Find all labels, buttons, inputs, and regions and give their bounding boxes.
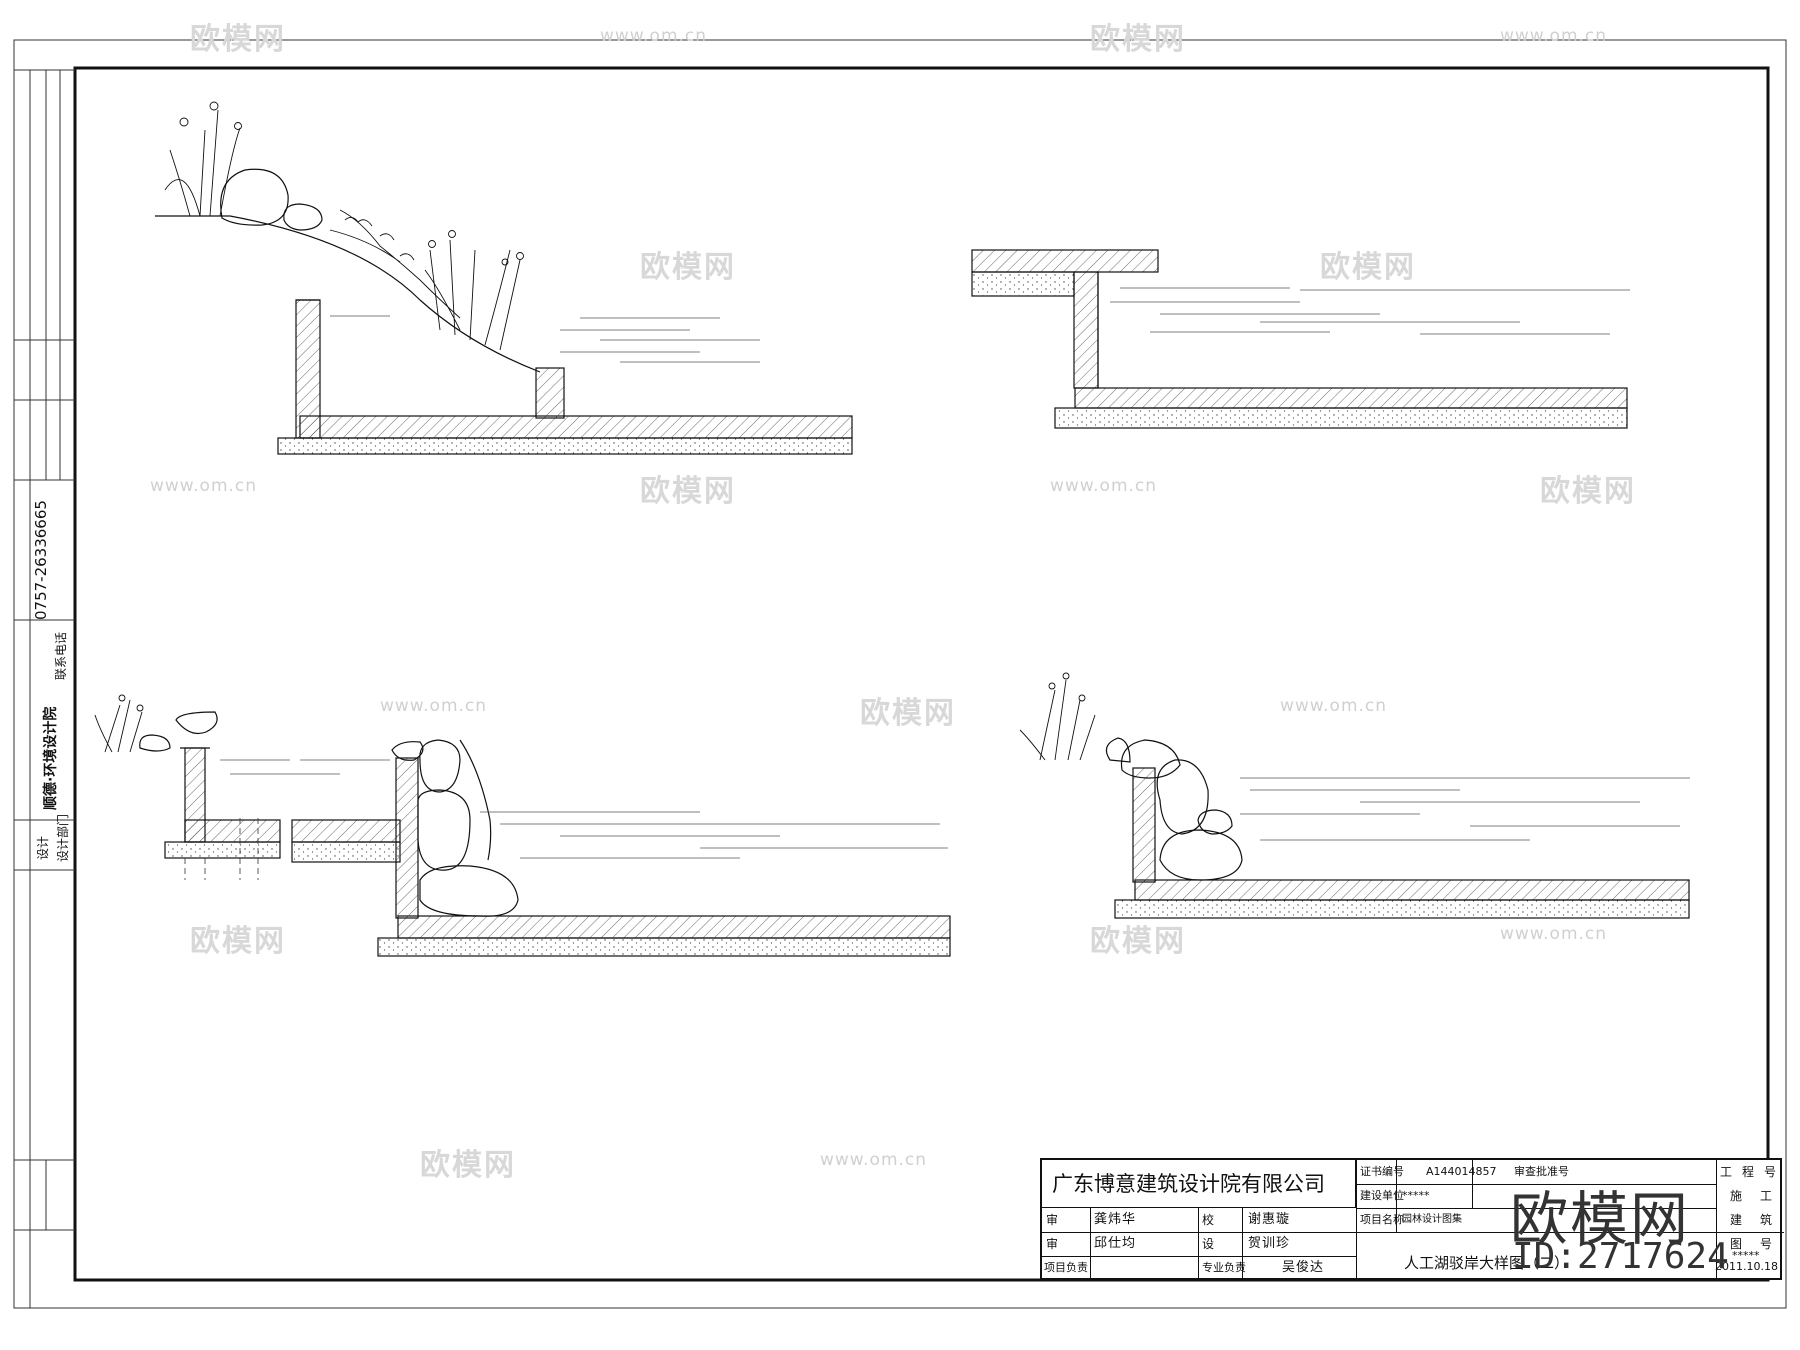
watermark-url: www.om.cn: [150, 476, 258, 496]
title-block: 广东博意建筑设计院有限公司 审 龚炜华 校 谢惠璇 审 邱仕均 设 贺训珍 项目…: [1040, 1158, 1784, 1280]
stars-value: *****: [1732, 1249, 1760, 1262]
watermark-brand: 欧模网: [420, 1148, 516, 1183]
cert-label: 证书编号: [1360, 1165, 1404, 1178]
watermark-url: www.om.cn: [380, 696, 488, 716]
right-col-item: 程: [1742, 1165, 1755, 1179]
outer-frame: [13, 39, 1787, 1309]
watermark-url: www.om.cn: [1500, 26, 1608, 46]
sidebar-design: 设计: [36, 835, 50, 860]
watermark-brand: 欧模网: [1090, 924, 1186, 959]
right-col-item: 号: [1764, 1165, 1777, 1179]
section-rock-bank: [1019, 672, 1690, 919]
watermark-brand: 欧模网: [1320, 250, 1416, 285]
sidebar-firm-name: 顺德·环境设计院: [43, 706, 59, 810]
watermark-brand: 欧模网: [640, 474, 736, 509]
watermark-brand: 欧模网: [190, 22, 286, 57]
right-col-item: 筑: [1760, 1213, 1773, 1227]
role-label: 设: [1202, 1237, 1215, 1251]
signer-name: 龚炜华: [1094, 1212, 1137, 1227]
cert-value: A144014857: [1426, 1165, 1497, 1178]
company-name: 广东博意建筑设计院有限公司: [1042, 1160, 1356, 1208]
right-col-item: 建: [1730, 1213, 1743, 1227]
client-value: *****: [1402, 1189, 1430, 1202]
watermark-brand: 欧模网: [1090, 22, 1186, 57]
signer-name: 邱仕均: [1094, 1236, 1137, 1251]
inner-frame: [73, 66, 1770, 1282]
right-col-item: 工: [1720, 1165, 1733, 1179]
sheet-title: 人工湖驳岸大样图（二）: [1404, 1254, 1570, 1272]
role-label: 审: [1046, 1213, 1059, 1227]
signer-name: 谢惠璇: [1248, 1212, 1291, 1227]
right-col-item: 图: [1730, 1237, 1743, 1251]
right-col-item: 号: [1760, 1237, 1773, 1251]
client-label: 建设单位: [1360, 1189, 1404, 1202]
right-col-item: 施: [1730, 1189, 1743, 1203]
sidebar-dept: 设计部门: [56, 813, 70, 862]
watermark-url: www.om.cn: [1280, 696, 1388, 716]
section-cantilever-edge: [971, 249, 1630, 429]
approval-label: 审查批准号: [1514, 1165, 1569, 1178]
left-sidebar-grid: [14, 69, 75, 1308]
role-label: 审: [1046, 1237, 1059, 1251]
right-col-item: 工: [1760, 1189, 1773, 1203]
sidebar-contact: 联系电话: [54, 631, 68, 680]
project-label: 项目名称: [1360, 1213, 1404, 1226]
signer-name: 吴俊达: [1282, 1260, 1325, 1275]
watermark-url: www.om.cn: [600, 26, 708, 46]
section-rock-retaining: [94, 694, 951, 957]
watermark-brand: 欧模网: [640, 250, 736, 285]
role-label: 专业负责: [1202, 1261, 1246, 1274]
signer-name: 贺训珍: [1248, 1236, 1291, 1251]
project-value: 园林设计图集: [1402, 1214, 1462, 1225]
watermark-brand: 欧模网: [190, 924, 286, 959]
role-label: 项目负责: [1044, 1261, 1088, 1274]
watermark-brand-large: 欧模网: [1510, 1185, 1691, 1253]
watermark-id: ID:2717624: [1512, 1236, 1729, 1277]
watermark-brand: 欧模网: [1540, 474, 1636, 509]
watermark-url: www.om.cn: [1500, 924, 1608, 944]
section-planted-slope: [155, 101, 853, 455]
watermark-url: www.om.cn: [820, 1150, 928, 1170]
drawing-date: 2011.10.18: [1715, 1260, 1778, 1273]
watermark-brand: 欧模网: [860, 696, 956, 731]
watermark-url: www.om.cn: [1050, 476, 1158, 496]
role-label: 校: [1202, 1213, 1215, 1227]
sidebar-phone: 0757-26336665: [32, 500, 50, 620]
